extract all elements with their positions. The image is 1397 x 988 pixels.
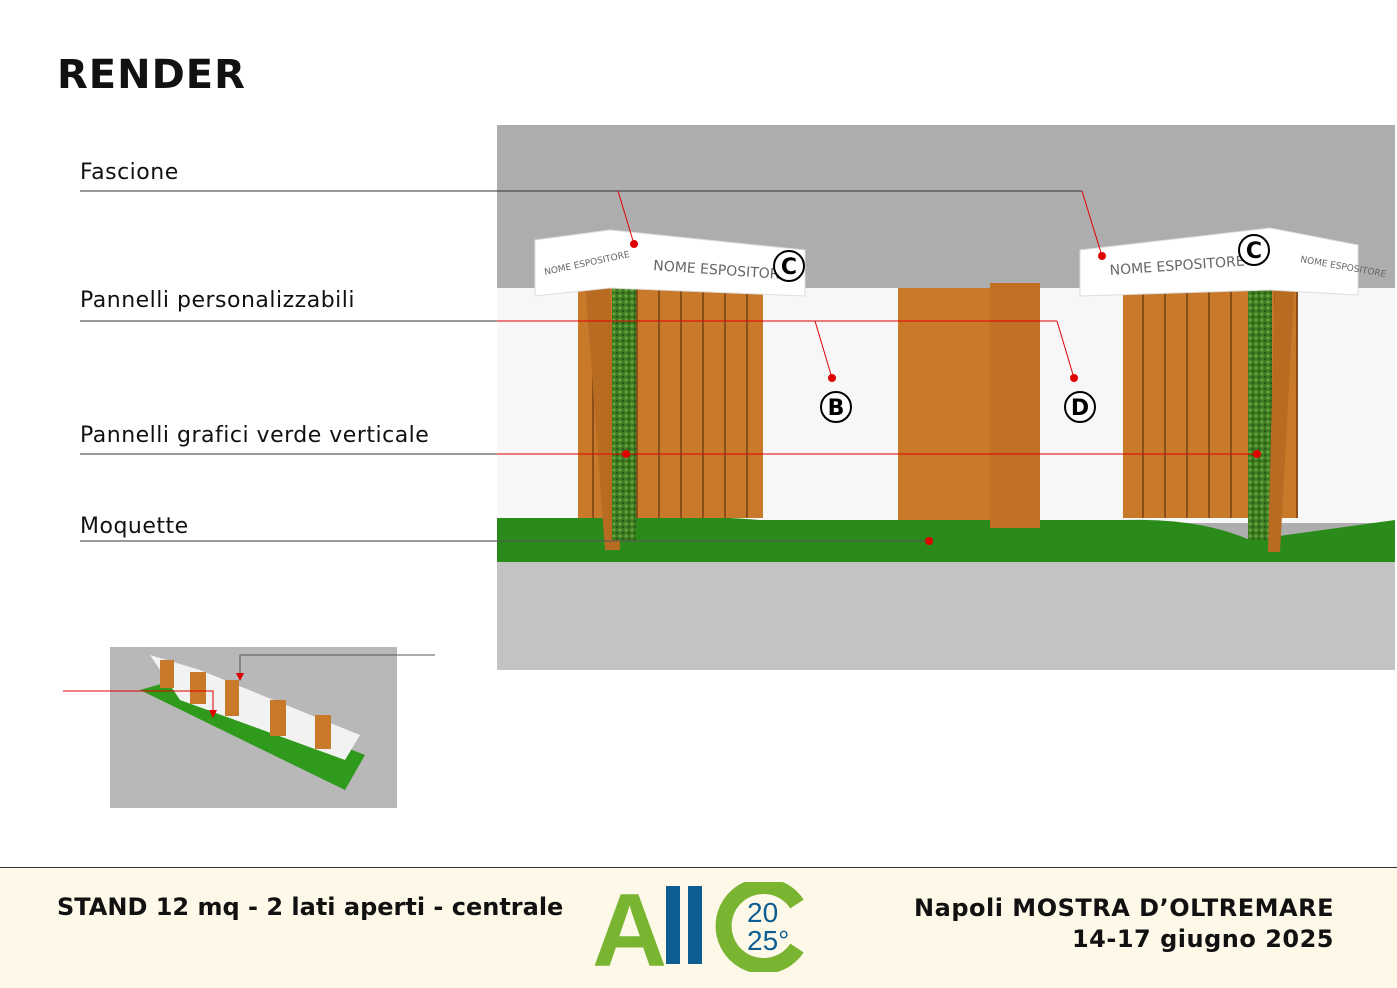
stand-render: NOME ESPOSITORE NOME ESPOSITORE NOME ESP…	[497, 125, 1395, 670]
svg-text:B: B	[828, 396, 845, 421]
footer: STAND 12 mq - 2 lati aperti - centrale A…	[0, 867, 1397, 988]
event-info: Napoli MOSTRA D’OLTREMARE 14-17 giugno 2…	[914, 893, 1334, 955]
marker-c: C	[773, 250, 805, 282]
label-moquette: Moquette	[80, 514, 189, 539]
svg-text:C: C	[1246, 239, 1262, 264]
label-pannelli-personalizzabili: Pannelli personalizzabili	[80, 288, 356, 313]
event-location: Napoli MOSTRA D’OLTREMARE	[914, 894, 1334, 922]
page-title: RENDER	[57, 52, 246, 98]
marker-d: D	[1064, 391, 1096, 423]
svg-text:20: 20	[747, 897, 778, 928]
marker-b: B	[820, 391, 852, 423]
label-pannelli-verde: Pannelli grafici verde verticale	[80, 423, 430, 448]
aiic-logo: A 20 25°	[592, 882, 804, 972]
thumbnail-render	[63, 647, 435, 808]
leader-dots	[622, 240, 1261, 545]
stand-description: STAND 12 mq - 2 lati aperti - centrale	[57, 893, 564, 921]
event-dates: 14-17 giugno 2025	[1071, 925, 1334, 953]
svg-text:25°: 25°	[747, 925, 789, 956]
marker-c: C	[1238, 234, 1270, 266]
svg-text:A: A	[592, 882, 667, 972]
svg-text:C: C	[781, 255, 797, 280]
render-illustration: NOME ESPOSITORE NOME ESPOSITORE NOME ESP…	[63, 125, 1395, 808]
svg-text:D: D	[1071, 396, 1089, 421]
label-fascione: Fascione	[80, 160, 179, 185]
